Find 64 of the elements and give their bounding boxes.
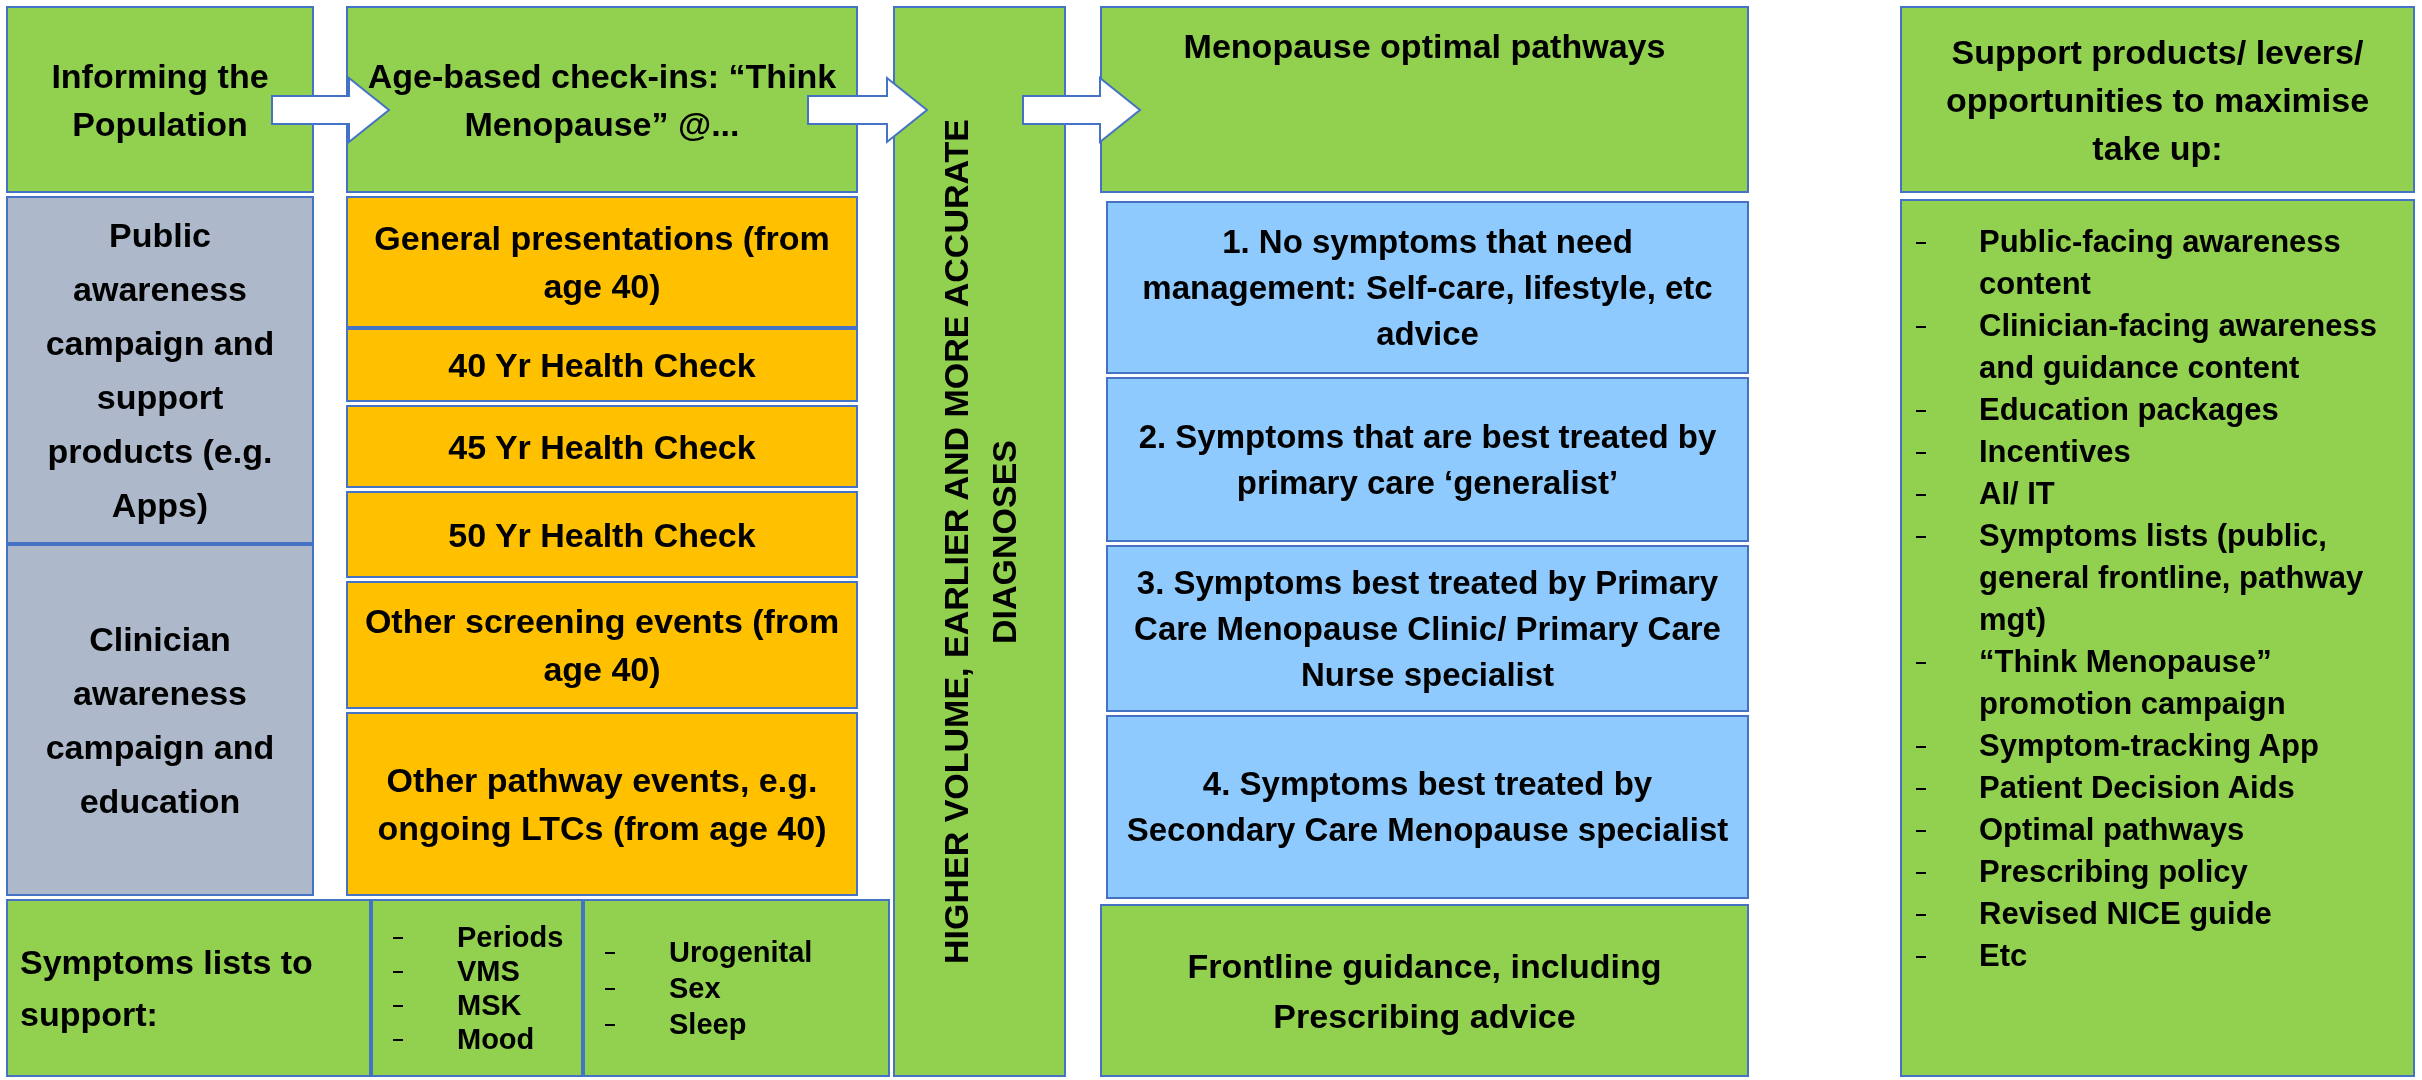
box-text: Symptoms lists to support: [20,942,314,1035]
list-item: “Think Menopause” promotion campaign [1912,641,2405,725]
list-item: Education packages [1912,389,2279,431]
text-box [346,491,858,578]
list-item: Periods [389,920,564,954]
block-arrow [1022,75,1142,145]
list-item: Incentives [1912,431,2131,473]
list-item: Urogenital [601,934,813,970]
text-box [346,328,858,402]
text-box [1106,715,1749,899]
box-text: 3. Symptoms best treated by Primary Care Menopause Clinic/ Primary Care Nurse specialist [1133,562,1722,695]
text-box [1106,545,1749,712]
list-box [371,899,583,1077]
list-item: Revised NICE guide [1912,893,2272,935]
box-text: 2. Symptoms that are best treated by primary care ‘generalist’ [1137,416,1718,503]
list-item: Etc [1912,935,2028,977]
list-item: Clinician-facing awareness and guidance content [1912,305,2405,389]
heading: Menopause optimal pathways [1183,26,1666,67]
header-box [1100,6,1749,193]
list-box [583,899,890,1077]
list-box [1900,199,2415,1077]
text-box [6,899,371,1077]
list-item: Symptom-tracking App [1912,725,2319,767]
box-text: 45 Yr Health Check [448,426,756,468]
text-box [346,196,858,328]
list-item: Symptoms lists (public, general frontline, pathway mgt) [1912,515,2405,641]
list-item: Patient Decision Aids [1912,767,2295,809]
list-item: Sex [601,970,721,1006]
list-item: Prescribing policy [1912,851,2248,893]
banner-text: HIGHER VOLUME, EARLIER AND MORE ACCURATE DIAGNOSES [935,118,1024,966]
text-box [1100,904,1749,1077]
text-box [1106,377,1749,542]
heading: Informing the Population [50,55,270,145]
header-box [1900,6,2415,193]
list-item: Public-facing awareness content [1912,221,2405,305]
box-text: 50 Yr Health Check [448,514,756,556]
list-item: VMS [389,954,520,988]
header-box [346,6,858,193]
box-text: General presentations (from age 40) [373,218,831,307]
text-box [346,712,858,896]
list-item: AI/ IT [1912,473,2055,515]
box-text: 40 Yr Health Check [448,345,756,386]
list-item: Sleep [601,1006,747,1042]
box-text: 4. Symptoms best treated by Secondary Care Menopause specialist [1125,764,1730,850]
box-text: Clinician awareness campaign and education [44,619,276,822]
text-box [6,544,314,896]
text-box [1106,201,1749,374]
block-arrow [807,75,929,145]
box-text: 1. No symptoms that need management: Self-care, lifestyle, etc advice [1141,221,1714,354]
header-box [6,6,314,193]
list-item: Mood [389,1022,535,1056]
heading: Age-based check-ins: “Think Menopause” @... [366,55,838,145]
text-box [346,581,858,709]
banner-column [893,6,1066,1077]
box-text: Other pathway events, e.g. ongoing LTCs (from age 40) [376,760,828,849]
box-text: Frontline guidance, including Prescribing advice [1186,945,1663,1037]
list-item: MSK [389,988,522,1022]
box-text: Other screening events (from age 40) [363,601,841,690]
text-box [6,196,314,544]
list-item: Optimal pathways [1912,809,2245,851]
block-arrow [271,75,391,145]
box-text: Public awareness campaign and support products (e.g. Apps) [44,215,276,526]
text-box [346,405,858,488]
heading: Support products/ levers/ opportunities to maximise take up: [1944,31,2371,169]
